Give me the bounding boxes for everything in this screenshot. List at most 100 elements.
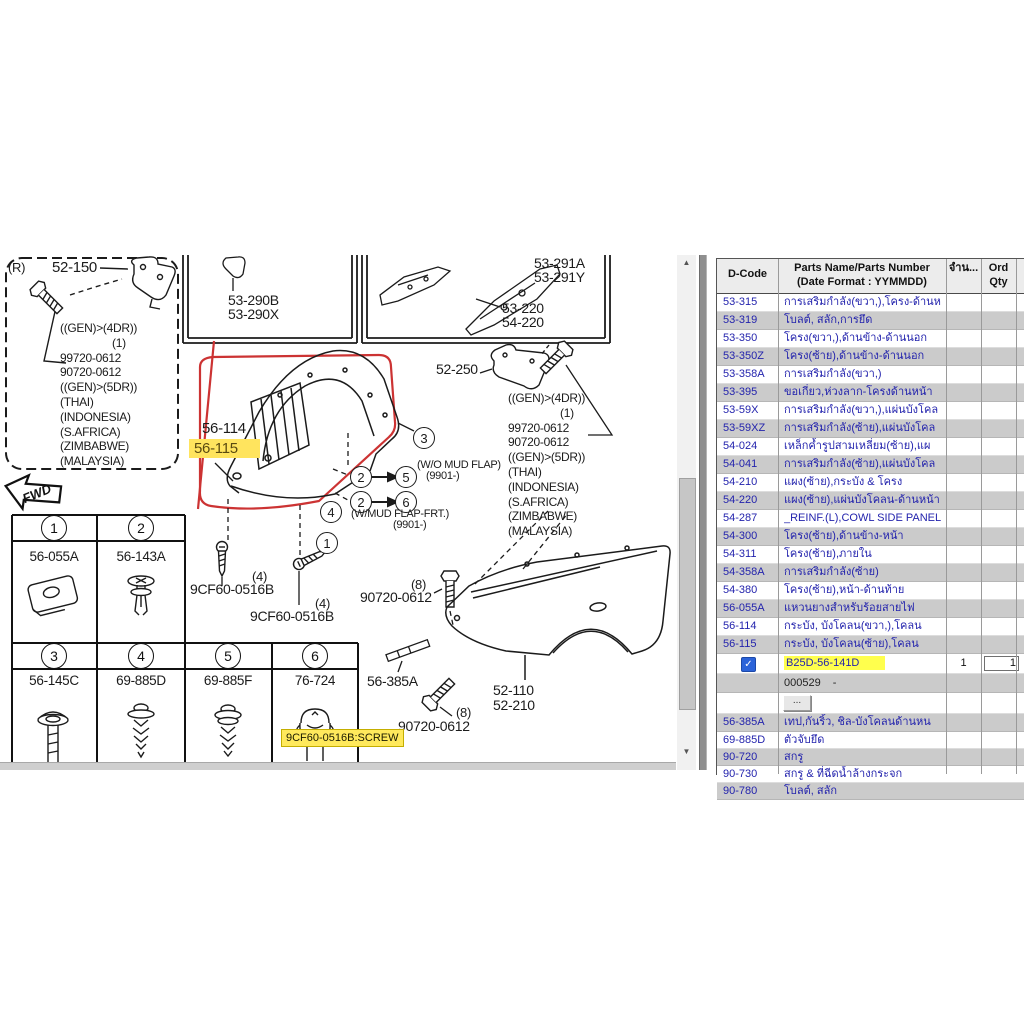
dist-line: (S.AFRICA) (60, 424, 121, 439)
part-label-screw-b[interactable]: 9CF60-0516B (250, 608, 334, 624)
dcode-cell: 53-358A (723, 368, 765, 380)
diagram-vertical-scrollbar[interactable]: ▲ ▼ (677, 255, 696, 770)
header-parts-line2: (Date Format : YYMMDD) (797, 276, 927, 288)
grid-part-56-055A[interactable]: 56-055A (29, 549, 79, 564)
diagram-horizontal-scrollbar[interactable] (0, 762, 676, 770)
part-label-54-220[interactable]: 54-220 (502, 314, 544, 330)
grid-num-3: 3 (41, 643, 67, 669)
part-label-52-110[interactable]: 52-110 (493, 682, 534, 698)
callout-3[interactable]: 3 (413, 427, 435, 449)
dcode-cell: 54-024 (723, 440, 758, 452)
part-label-56-115-highlighted[interactable]: 56-115 (189, 439, 260, 458)
part-label-53-290X[interactable]: 53-290X (228, 306, 279, 322)
grid-part-69-885F[interactable]: 69-885F (203, 673, 253, 688)
grid-part-69-885D[interactable]: 69-885D (116, 673, 166, 688)
selected-part-row[interactable]: ✓ B25D-56-141D 1 1 (717, 654, 1024, 674)
grid-part-56-145C[interactable]: 56-145C (29, 673, 79, 688)
dcode-cell: 53-395 (723, 386, 758, 398)
grid-part-76-724[interactable]: 76-724 (294, 673, 336, 688)
callout-2a[interactable]: 2 (350, 466, 372, 488)
column-divider (1016, 259, 1017, 774)
part-label-bolt-b[interactable]: 90720-0612 (398, 718, 470, 734)
callout-2b[interactable]: 2 (350, 491, 372, 513)
part-label-53-291Y[interactable]: 53-291Y (534, 269, 585, 285)
diagram-pane: (R) 52-150 ((GEN)>(4DR)) (1) 99720-0612 … (0, 255, 676, 770)
dcode-cell: 56-055A (723, 602, 765, 614)
dist-line: (MALAYSIA) (508, 524, 573, 539)
parts-name-cell: สกรู & ที่ฉีดน้ำล้างกระจก (784, 768, 903, 780)
part-label-53-291A[interactable]: 53-291A (534, 255, 585, 271)
parts-name-cell: โบลต์, สลัก (784, 785, 838, 797)
part-label-53-220[interactable]: 53-220 (502, 300, 544, 316)
note-wo-mud-flap: (W/O MUD FLAP) (417, 459, 501, 471)
pane-splitter[interactable] (699, 255, 707, 770)
dist-line: (INDONESIA) (508, 479, 579, 494)
grid-part-56-143A[interactable]: 56-143A (116, 549, 166, 564)
scroll-down-icon[interactable]: ▼ (682, 747, 691, 756)
part-label-bolt-a[interactable]: 90720-0612 (360, 589, 432, 605)
grid-num-2: 2 (128, 515, 154, 541)
dcode-cell: 53-59XZ (723, 422, 766, 434)
dcode-cell: 54-300 (723, 530, 758, 542)
dist-line: (THAI) (60, 394, 94, 409)
dcode-cell: 56-115 (723, 638, 757, 650)
callout-6[interactable]: 6 (395, 491, 417, 513)
part-label-52-150[interactable]: 52-150 (52, 259, 97, 276)
part-label-56-385A[interactable]: 56-385A (367, 673, 418, 689)
distribution-block-left: ((GEN)>(4DR)) (1) 99720-0612 90720-0612 … (60, 321, 137, 469)
dcode-cell: 54-220 (723, 494, 758, 506)
part-label-52-250[interactable]: 52-250 (436, 361, 478, 377)
part-label-56-114[interactable]: 56-114 (202, 420, 246, 437)
part-label-53-290B[interactable]: 53-290B (228, 292, 279, 308)
table-row[interactable]: 90-780 โบลต์, สลัก (717, 783, 1024, 800)
dist-line: (1) (112, 335, 126, 350)
callout-1[interactable]: 1 (316, 532, 338, 554)
callout-5[interactable]: 5 (395, 466, 417, 488)
scroll-up-icon[interactable]: ▲ (682, 258, 691, 267)
header-ord-line2: Qty (989, 276, 1008, 288)
note-date-range: (9901-) (393, 519, 427, 531)
dist-line: (1) (560, 405, 574, 420)
part-label-screw-a[interactable]: 9CF60-0516B (190, 581, 274, 597)
more-button[interactable]: ... (783, 695, 811, 711)
qty-note-8: (8) (411, 577, 426, 592)
more-options-row: ... (717, 693, 1024, 714)
header-qty: จำน... (948, 262, 979, 274)
dcode-cell: 90-720 (723, 751, 758, 763)
row-checkbox[interactable]: ✓ (741, 657, 756, 672)
part-label-52-210[interactable]: 52-210 (493, 697, 535, 713)
selected-part-number[interactable]: B25D-56-141D (784, 656, 886, 670)
dcode-cell: 53-350Z (723, 350, 764, 362)
dist-line: ((GEN)>(5DR)) (60, 380, 138, 395)
dcode-cell: 90-780 (723, 785, 758, 797)
ord-qty-input[interactable]: 1 (984, 656, 1019, 671)
parts-name-cell: โครง(ซ้าย),หน้า-ด้านท้าย (784, 584, 905, 596)
callout-4[interactable]: 4 (320, 501, 342, 523)
scrollbar-thumb[interactable] (679, 478, 696, 710)
table-row[interactable]: 54-287_REINF.(L),COWL SIDE PANEL (717, 510, 1024, 528)
column-divider (778, 259, 779, 774)
